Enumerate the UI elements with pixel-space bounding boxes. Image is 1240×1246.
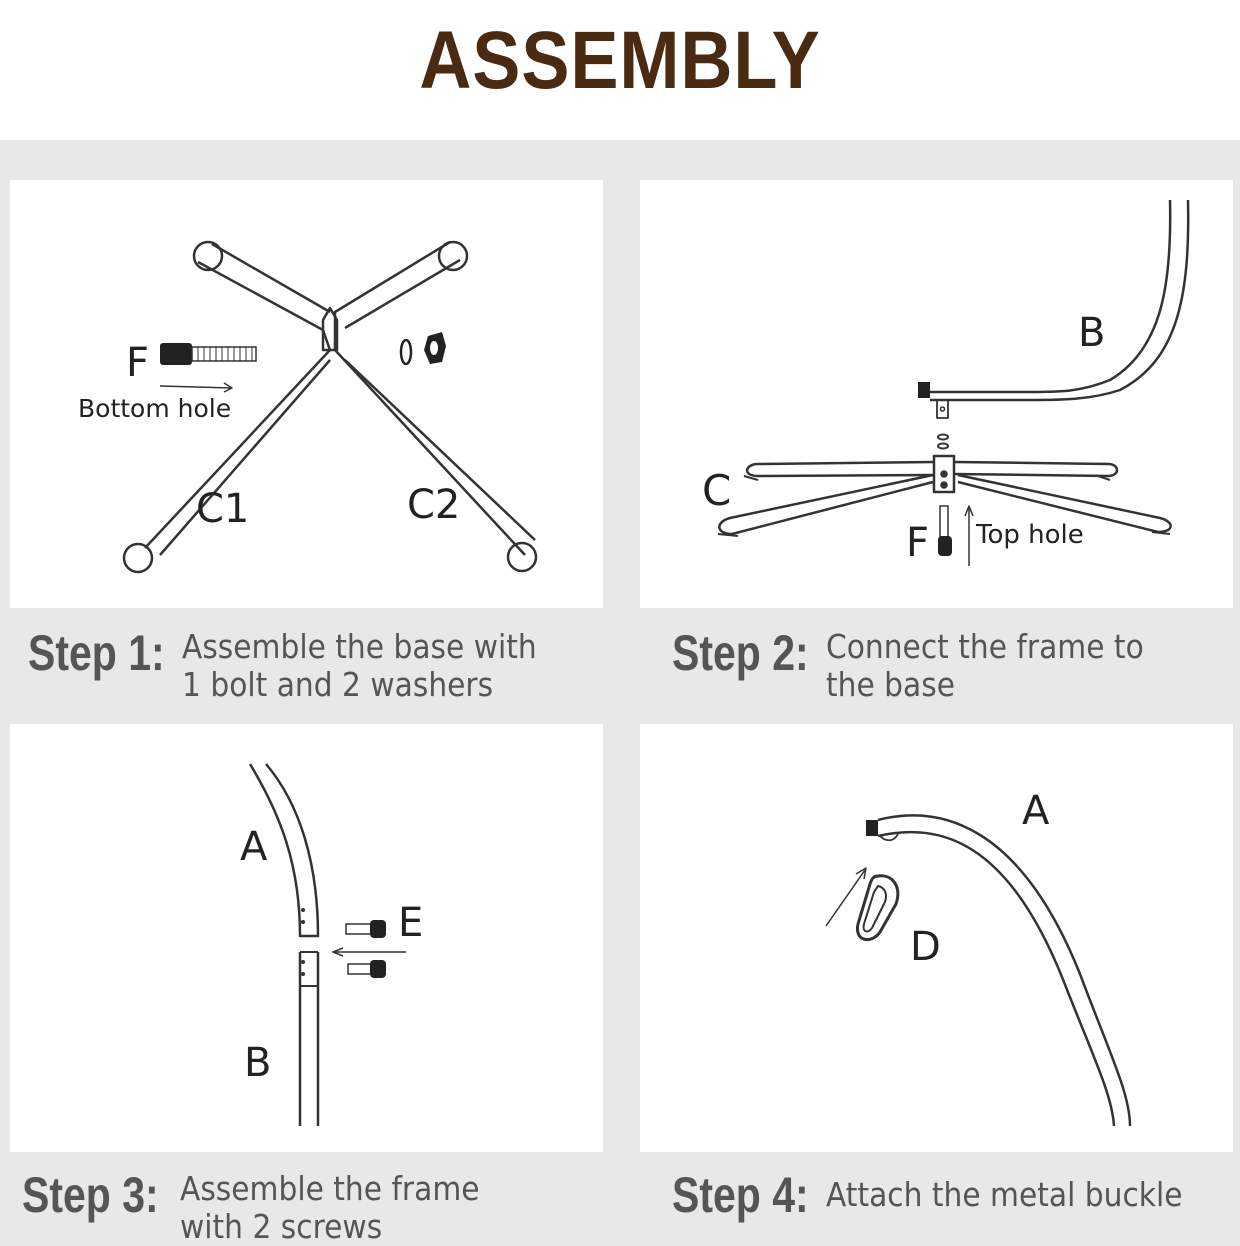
foot <box>437 240 469 272</box>
tube-b <box>298 952 320 1126</box>
step-3-panel: A E B <box>10 724 603 1152</box>
step-1-panel: F Bottom hole C1 C2 <box>10 180 603 608</box>
step-4-text: Attach the metal buckle <box>826 1175 1183 1214</box>
header: ASSEMBLY <box>0 0 1240 140</box>
part-label-b: B <box>244 1040 272 1086</box>
part-label-c: C <box>702 466 732 515</box>
screw-icon <box>345 920 386 938</box>
step-2-text: Connect the frame to the base <box>826 627 1144 704</box>
washer-nut-icon <box>399 332 446 366</box>
leg-c2 <box>333 240 526 556</box>
top-hole-label: Top hole <box>976 520 1084 550</box>
part-label-e: E <box>398 900 424 946</box>
part-label-b: B <box>1078 310 1106 356</box>
bolt-icon <box>938 505 952 556</box>
foot <box>506 541 538 573</box>
step-4-panel: A D <box>640 724 1233 1152</box>
step-4-label: Step 4: <box>672 1167 809 1223</box>
carabiner-icon <box>855 874 900 941</box>
bolt-icon <box>160 343 257 365</box>
step-1-illustration <box>122 240 538 574</box>
step-3-text: Assemble the frame with 2 screws <box>180 1169 480 1246</box>
frame-a <box>877 814 1132 1127</box>
step-1-text: Assemble the base with 1 bolt and 2 wash… <box>182 627 537 704</box>
part-label-a: A <box>240 824 268 870</box>
part-label-f: F <box>906 520 930 566</box>
part-label-c2: C2 <box>407 482 461 528</box>
leg-c1 <box>144 260 332 549</box>
part-label-c1: C1 <box>196 486 250 532</box>
screw-icon <box>347 960 386 978</box>
step-4-illustration <box>825 814 1132 1127</box>
part-label-a: A <box>1022 788 1050 834</box>
foot <box>122 542 154 574</box>
step-3-illustration <box>248 763 406 1126</box>
step-2-panel: B C F Top hole <box>640 180 1233 608</box>
tube-a <box>248 763 320 938</box>
part-label-d: D <box>910 924 941 970</box>
page-title: ASSEMBLY <box>419 15 821 106</box>
step-2-illustration <box>717 199 1190 566</box>
step-2-label: Step 2: <box>672 625 809 681</box>
frame-b <box>930 199 1172 394</box>
part-label-f: F <box>126 340 150 386</box>
step-1-label: Step 1: <box>28 625 165 681</box>
foot <box>192 240 224 272</box>
step-3-label: Step 3: <box>22 1167 159 1223</box>
base-c <box>745 460 936 478</box>
bottom-hole-label: Bottom hole <box>78 394 232 423</box>
